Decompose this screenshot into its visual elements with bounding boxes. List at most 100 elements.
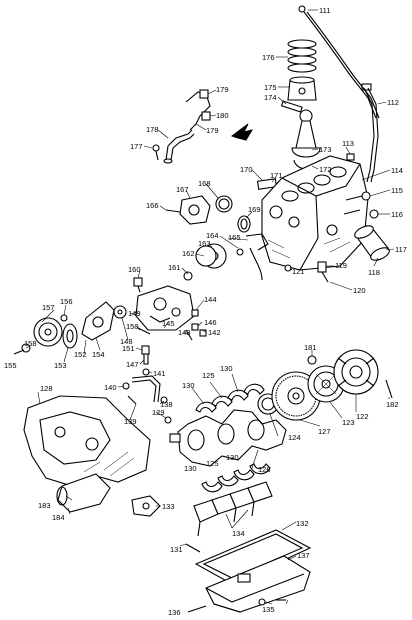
drain-plug xyxy=(258,598,286,606)
callout-120: 120 xyxy=(353,286,366,295)
oil-sender xyxy=(317,261,329,283)
main-bearings-lower xyxy=(201,463,271,493)
callout-134: 137 xyxy=(297,551,310,560)
callout-163: 163 xyxy=(198,239,211,248)
oil-filter xyxy=(354,225,390,261)
callout-127: 124 xyxy=(288,433,301,442)
crank-pulley xyxy=(33,317,63,347)
callout-132: 131 xyxy=(170,545,183,554)
callout-116: 116 xyxy=(391,210,403,219)
callout-174: 174 xyxy=(264,93,277,102)
callout-125: 181 xyxy=(304,343,317,352)
seal-132 xyxy=(185,543,201,553)
callout-labels: 111 176 175 174 112 179 180 178 179 177 … xyxy=(4,6,407,617)
callout-153: 154 xyxy=(92,350,105,359)
callout-144: 146 xyxy=(204,318,217,327)
callout-129c: 130 xyxy=(184,464,197,473)
dipstick xyxy=(298,5,380,119)
fitting-group xyxy=(185,309,207,341)
sleeve-170 xyxy=(256,178,278,190)
starter-motor xyxy=(56,473,111,513)
bellhousing xyxy=(23,395,151,487)
pilot-bearing xyxy=(307,355,317,365)
callout-111: 111 xyxy=(319,6,330,15)
callout-173: 173 xyxy=(319,145,332,154)
callout-138: 129 xyxy=(152,408,165,417)
callout-126: 127 xyxy=(318,427,331,436)
callout-121: 121 xyxy=(292,267,305,276)
callout-129a: 130 xyxy=(182,381,195,390)
callout-159: 155 xyxy=(4,361,17,370)
pipe-bolts xyxy=(122,368,168,404)
bolt-166 xyxy=(165,209,181,213)
pipe-140 xyxy=(127,375,161,405)
callout-112: 112 xyxy=(387,98,399,107)
callout-143: 142 xyxy=(208,328,221,337)
callout-130b: 125 xyxy=(206,459,219,468)
cam-sprocket xyxy=(195,243,227,269)
callout-179: 179 xyxy=(216,85,229,94)
water-pump xyxy=(135,285,195,331)
seal-169 xyxy=(237,215,251,233)
callout-172: 172 xyxy=(319,165,332,174)
callout-158: 158 xyxy=(24,339,37,348)
front-arrow xyxy=(230,123,254,141)
callout-161: 161 xyxy=(168,263,181,272)
callout-130a: 125 xyxy=(202,371,215,380)
plug-116 xyxy=(369,209,379,219)
callout-114: 114 xyxy=(391,166,403,175)
callout-154: 152 xyxy=(74,350,87,359)
callout-170: 170 xyxy=(240,165,253,174)
oil-pan-gasket xyxy=(194,529,312,585)
callout-145: 144 xyxy=(204,295,217,304)
callout-133: 132 xyxy=(296,519,309,528)
callout-171: 171 xyxy=(270,171,283,180)
callout-168: 168 xyxy=(198,179,211,188)
bolt-138 xyxy=(164,416,172,424)
thermostat-housing xyxy=(179,195,211,225)
bolt-122 xyxy=(385,379,393,399)
callout-176: 176 xyxy=(262,53,275,62)
callout-183: 184 xyxy=(52,513,65,522)
callout-169: 169 xyxy=(248,205,261,214)
callout-142: 141 xyxy=(153,369,166,378)
callout-178: 178 xyxy=(146,125,159,134)
callout-141: 140 xyxy=(104,383,117,392)
callout-165: 165 xyxy=(228,233,241,242)
hub-152 xyxy=(113,305,127,319)
callout-155: 153 xyxy=(54,361,67,370)
callout-180: 180 xyxy=(216,111,229,120)
callout-149: 150 xyxy=(126,322,139,331)
callout-166: 166 xyxy=(146,201,159,210)
main-bearing-caps xyxy=(193,481,273,537)
callout-113: 113 xyxy=(342,139,354,148)
callout-167: 167 xyxy=(176,185,189,194)
callout-162: 162 xyxy=(182,249,195,258)
damper xyxy=(62,323,78,349)
callout-137: 136 xyxy=(168,608,181,617)
main-bearings-upper xyxy=(195,383,265,413)
callout-177: 177 xyxy=(130,142,143,151)
fan-plate xyxy=(81,301,115,341)
callout-140: 139 xyxy=(124,417,137,426)
washer-161 xyxy=(183,271,193,281)
callout-151: 147 xyxy=(126,360,139,369)
callout-128: 126 xyxy=(258,465,271,474)
callout-147: 145 xyxy=(162,319,175,328)
gasket-168 xyxy=(215,195,233,213)
callout-179b: 179 xyxy=(206,126,219,135)
callout-115: 115 xyxy=(391,186,403,195)
hose-fitting xyxy=(185,89,211,131)
dipstick-tube xyxy=(361,83,379,183)
bolt-137 xyxy=(187,605,207,613)
callout-131: 134 xyxy=(232,529,245,538)
callout-129d: 130 xyxy=(226,453,239,462)
plug-121 xyxy=(284,264,292,272)
leader-lines xyxy=(25,9,395,605)
callout-146: 143 xyxy=(178,328,191,337)
bolt-177 xyxy=(152,144,160,161)
callout-184: 133 xyxy=(162,502,175,511)
callout-164: 164 xyxy=(206,231,219,240)
callout-157: 157 xyxy=(42,303,55,312)
